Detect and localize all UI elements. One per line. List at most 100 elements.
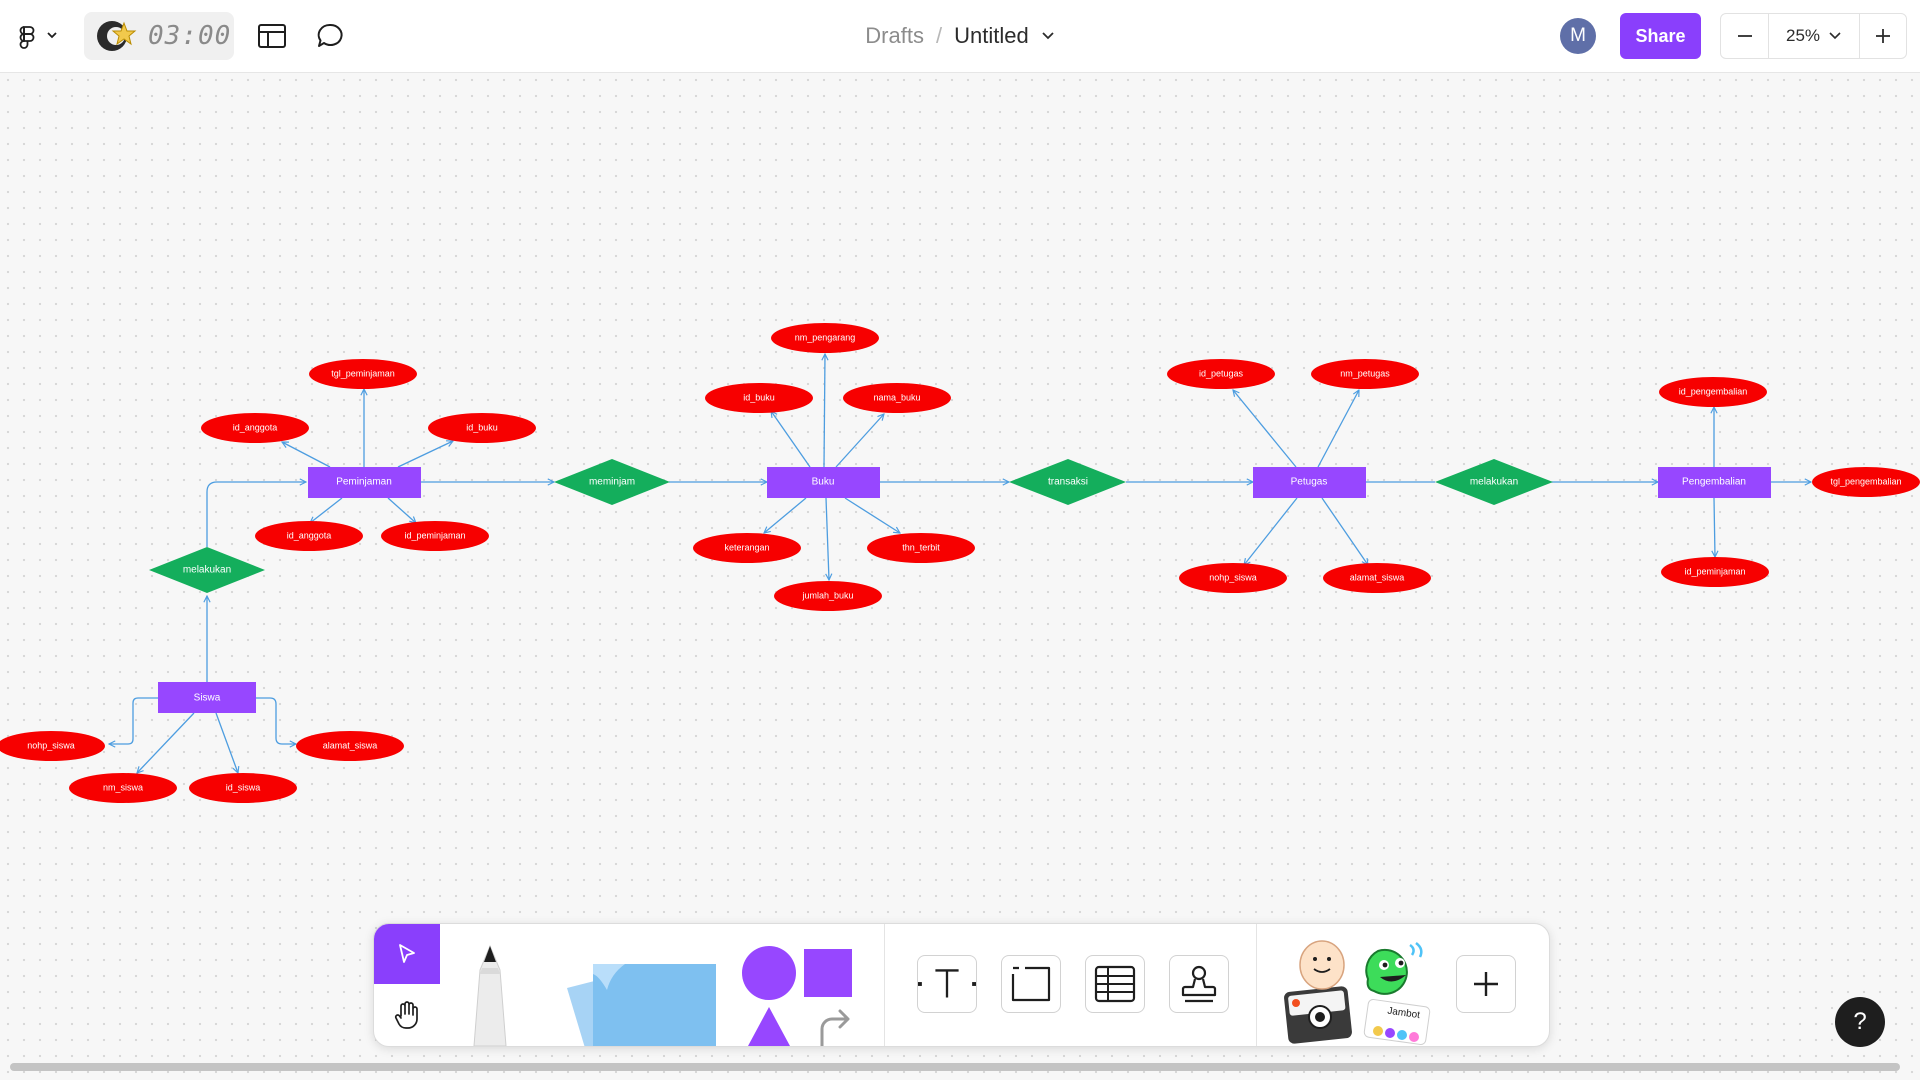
stamp-tool-button[interactable]	[1169, 955, 1229, 1013]
connector[interactable]	[387, 497, 416, 523]
svg-text:transaksi: transaksi	[1048, 477, 1088, 488]
connector[interactable]	[826, 497, 829, 580]
connector[interactable]	[397, 441, 453, 468]
stickers-icon: Jambot	[1284, 940, 1431, 1045]
connector[interactable]	[1714, 497, 1715, 557]
connector[interactable]	[215, 712, 238, 773]
attribute-ellipse[interactable]: nm_pengarang	[771, 323, 879, 353]
attribute-ellipse[interactable]: id_pengembalian	[1659, 377, 1767, 407]
connector[interactable]	[282, 442, 331, 468]
zoom-level-dropdown[interactable]: 25%	[1769, 14, 1860, 58]
svg-text:id_siswa: id_siswa	[226, 782, 261, 792]
svg-text:Buku: Buku	[812, 477, 835, 488]
main-menu-button[interactable]	[14, 18, 64, 54]
user-avatar[interactable]: M	[1560, 18, 1596, 54]
file-menu-chevron-icon[interactable]	[1041, 31, 1055, 41]
marker-pen-icon	[473, 944, 507, 1046]
move-tool-button[interactable]	[374, 924, 440, 984]
connector-lines	[109, 354, 1811, 773]
attributes-layer: tgl_peminjaman id_anggota id_buku id_ang…	[0, 323, 1920, 803]
zoom-out-button[interactable]	[1721, 14, 1770, 58]
connector[interactable]	[1321, 497, 1368, 565]
svg-text:Siswa: Siswa	[194, 693, 221, 704]
attribute-ellipse[interactable]: nm_petugas	[1311, 359, 1419, 389]
svg-text:tgl_pengembalian: tgl_pengembalian	[1830, 476, 1901, 486]
entity-box[interactable]: Buku	[767, 467, 880, 498]
share-button[interactable]: Share	[1620, 13, 1701, 59]
hand-tool-button[interactable]	[374, 984, 440, 1046]
relationship-diamond[interactable]: melakukan	[1435, 459, 1553, 505]
connector[interactable]	[844, 497, 900, 533]
chevron-down-icon	[1829, 32, 1841, 40]
zoom-in-button[interactable]	[1860, 14, 1906, 58]
text-tool-button[interactable]	[917, 955, 977, 1013]
connector[interactable]	[764, 497, 807, 533]
toolbar-divider	[1256, 924, 1257, 1046]
table-tool-button[interactable]	[1085, 955, 1145, 1013]
breadcrumb-parent-link[interactable]: Drafts	[865, 23, 924, 48]
svg-text:jumlah_buku: jumlah_buku	[801, 590, 853, 600]
attribute-ellipse[interactable]: nohp_siswa	[0, 731, 105, 761]
connector[interactable]	[206, 482, 306, 547]
attribute-ellipse[interactable]: jumlah_buku	[774, 581, 882, 611]
relationship-diamond[interactable]: melakukan	[149, 547, 265, 593]
comment-button[interactable]	[312, 18, 348, 54]
connector[interactable]	[256, 697, 296, 744]
attribute-ellipse[interactable]: tgl_peminjaman	[309, 359, 417, 389]
attribute-ellipse[interactable]: nama_buku	[843, 383, 951, 413]
zoom-level-value: 25%	[1785, 26, 1821, 45]
more-tools-button[interactable]	[1456, 955, 1516, 1013]
connector[interactable]	[835, 414, 884, 468]
attribute-ellipse[interactable]: id_anggota	[201, 413, 309, 443]
breadcrumb-separator: /	[935, 23, 943, 48]
attribute-ellipse[interactable]: nohp_siswa	[1179, 563, 1287, 593]
shapes-tool-button[interactable]	[734, 939, 864, 1046]
connector[interactable]	[310, 497, 343, 523]
svg-text:Jambot: Jambot	[1387, 1006, 1421, 1021]
attribute-ellipse[interactable]: keterangan	[693, 533, 801, 563]
connector[interactable]	[1244, 497, 1298, 565]
attribute-ellipse[interactable]: id_buku	[428, 413, 536, 443]
help-button[interactable]: ?	[1835, 997, 1885, 1047]
connector[interactable]	[824, 354, 825, 468]
svg-text:melakukan: melakukan	[183, 565, 231, 576]
svg-text:nohp_siswa: nohp_siswa	[1209, 572, 1257, 582]
svg-text:alamat_siswa: alamat_siswa	[323, 740, 378, 750]
marker-tool-button[interactable]	[454, 942, 526, 1046]
attribute-ellipse[interactable]: id_peminjaman	[1661, 557, 1769, 587]
attribute-ellipse[interactable]: nm_siswa	[69, 773, 177, 803]
chevron-down-icon	[47, 32, 57, 39]
whiteboard-canvas[interactable]	[0, 72, 1920, 1080]
connector[interactable]	[1233, 390, 1297, 468]
attribute-ellipse[interactable]: id_anggota	[255, 521, 363, 551]
connector[interactable]	[1317, 390, 1359, 468]
section-tool-button[interactable]	[1001, 955, 1061, 1013]
attribute-ellipse[interactable]: thn_terbit	[867, 533, 975, 563]
connector[interactable]	[137, 712, 195, 773]
attribute-ellipse[interactable]: id_siswa	[189, 773, 297, 803]
entity-box[interactable]: Petugas	[1253, 467, 1366, 498]
relationship-diamond[interactable]: transaksi	[1009, 459, 1126, 505]
layout-button[interactable]	[254, 18, 290, 54]
entity-box[interactable]: Peminjaman	[308, 467, 421, 498]
entity-box[interactable]: Siswa	[158, 682, 256, 713]
horizontal-scrollbar[interactable]	[10, 1063, 1900, 1071]
attribute-ellipse[interactable]: alamat_siswa	[1323, 563, 1431, 593]
relationship-diamond[interactable]: meminjam	[554, 459, 670, 505]
attribute-ellipse[interactable]: id_petugas	[1167, 359, 1275, 389]
connector[interactable]	[771, 411, 811, 468]
stickers-widget-button[interactable]: Jambot	[1282, 939, 1442, 1046]
attribute-ellipse[interactable]: tgl_pengembalian	[1812, 467, 1920, 497]
timer-display: 03:00	[148, 21, 232, 51]
attribute-ellipse[interactable]: id_peminjaman	[381, 521, 489, 551]
file-title[interactable]: Untitled	[954, 23, 1029, 48]
attribute-ellipse[interactable]: alamat_siswa	[296, 731, 404, 761]
connector[interactable]	[109, 697, 158, 744]
sticky-note-tool-button[interactable]	[559, 944, 719, 1046]
timer-widget[interactable]: 03:00	[84, 12, 234, 60]
entity-box[interactable]: Pengembalian	[1658, 467, 1771, 498]
top-bar: 03:00 Drafts / Untitled M Share 25%	[0, 0, 1920, 73]
attribute-ellipse[interactable]: id_buku	[705, 383, 813, 413]
relationships-layer: meminjam transaksi melakukan melakukan	[149, 459, 1553, 593]
svg-text:id_buku: id_buku	[466, 422, 498, 432]
